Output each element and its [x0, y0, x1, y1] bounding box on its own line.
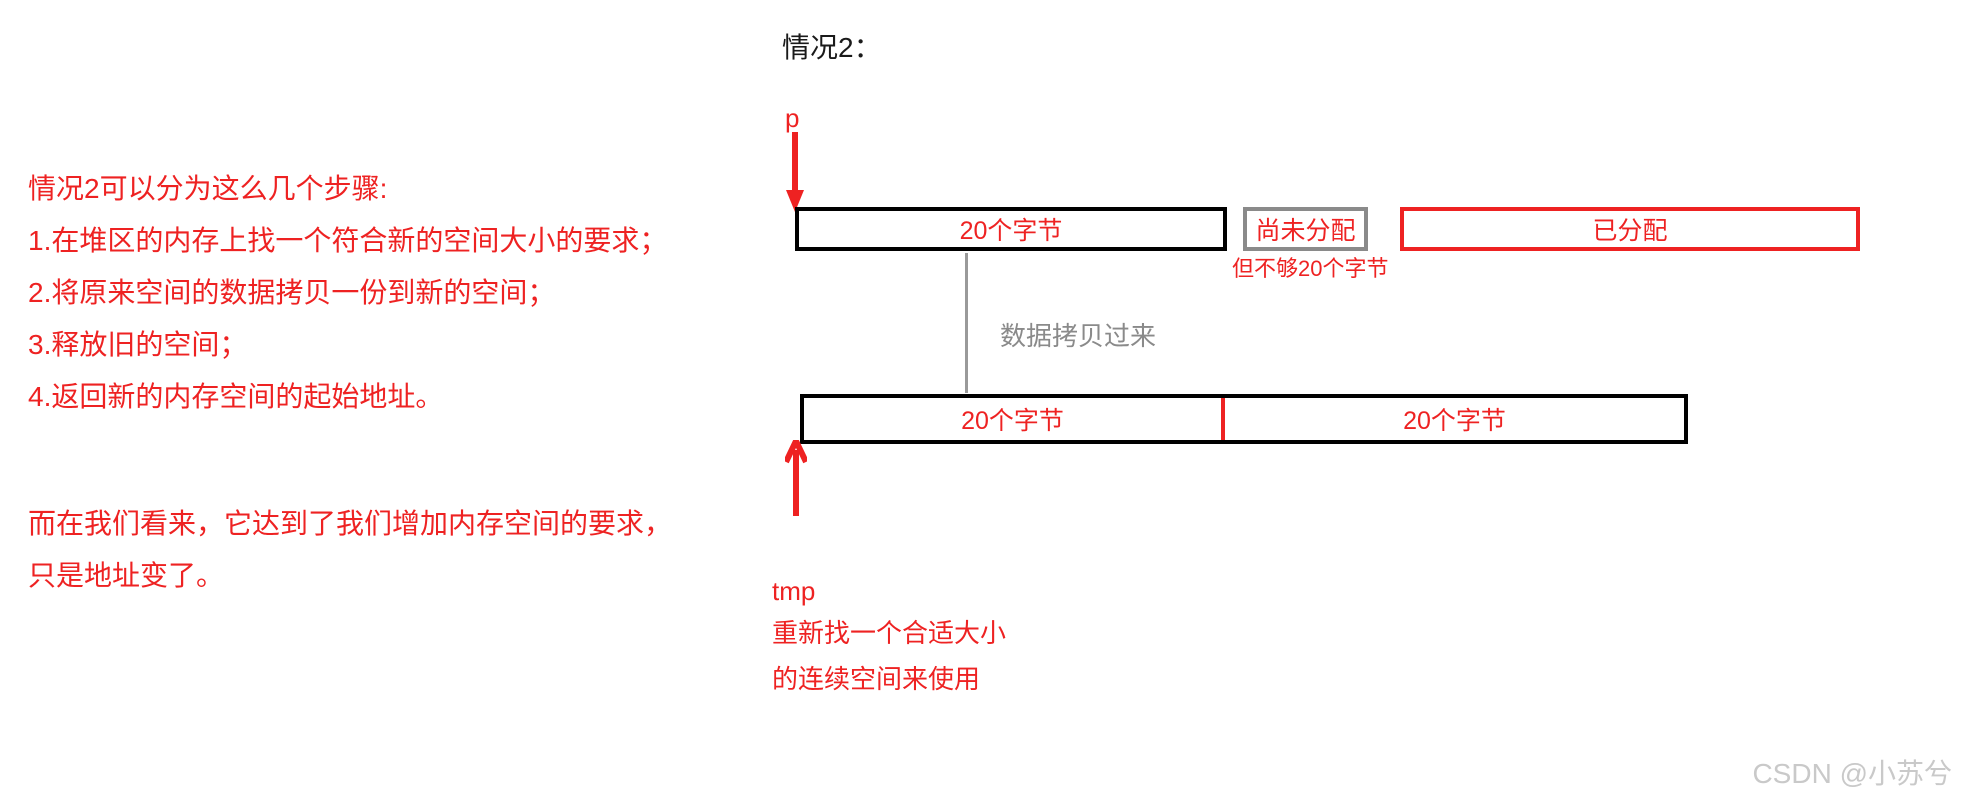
allocated-block: 已分配 [1400, 207, 1860, 251]
pointer-p-label: p [785, 103, 800, 133]
conclusion-line-2: 只是地址变了。 [28, 560, 225, 591]
unallocated-block: 尚未分配 [1243, 207, 1368, 251]
unallocated-note: 但不够20个字节 [1232, 256, 1389, 281]
pointer-tmp-note: 重新找一个合适大小 的连续空间来使用 [772, 620, 1006, 692]
pointer-tmp-label: tmp [772, 576, 816, 606]
pointer-tmp-arrow-icon [785, 440, 807, 516]
csdn-watermark: CSDN @小苏兮 [1752, 758, 1952, 789]
pointer-p-arrow-icon [786, 132, 804, 212]
step-item-1: 1.在堆区的内存上找一个符合新的空间大小的要求； [28, 225, 668, 256]
step-item-3: 3.释放旧的空间； [28, 329, 248, 360]
tmp-note-line-2: 的连续空间来使用 [772, 664, 981, 694]
unallocated-block-label: 尚未分配 [1255, 217, 1356, 245]
steps-explanation-block: 情况2可以分为这么几个步骤: 1.在堆区的内存上找一个符合新的空间大小的要求； … [28, 175, 667, 411]
old-memory-block-label: 20个字节 [959, 217, 1063, 245]
diagram-title: 情况2： [782, 32, 882, 63]
step-item-2: 2.将原来空间的数据拷贝一份到新的空间； [28, 277, 556, 308]
new-memory-segment-b-label: 20个字节 [1403, 407, 1506, 435]
step-item-4: 4.返回新的内存空间的起始地址。 [28, 381, 444, 412]
tmp-note-line-1: 重新找一个合适大小 [772, 618, 1007, 648]
conclusion-line-1: 而在我们看来，它达到了我们增加内存空间的要求， [28, 508, 673, 539]
conclusion-block: 而在我们看来，它达到了我们增加内存空间的要求， 只是地址变了。 [28, 510, 672, 590]
data-copy-connector-line [965, 253, 968, 393]
old-memory-block: 20个字节 [795, 207, 1227, 251]
steps-heading: 情况2可以分为这么几个步骤: [28, 173, 388, 204]
allocated-block-label: 已分配 [1592, 217, 1668, 245]
new-memory-divider [1221, 398, 1225, 440]
new-memory-segment-a-label: 20个字节 [961, 407, 1064, 435]
new-memory-block: 20个字节 20个字节 [800, 394, 1688, 444]
data-copy-label: 数据拷贝过来 [1000, 321, 1157, 351]
